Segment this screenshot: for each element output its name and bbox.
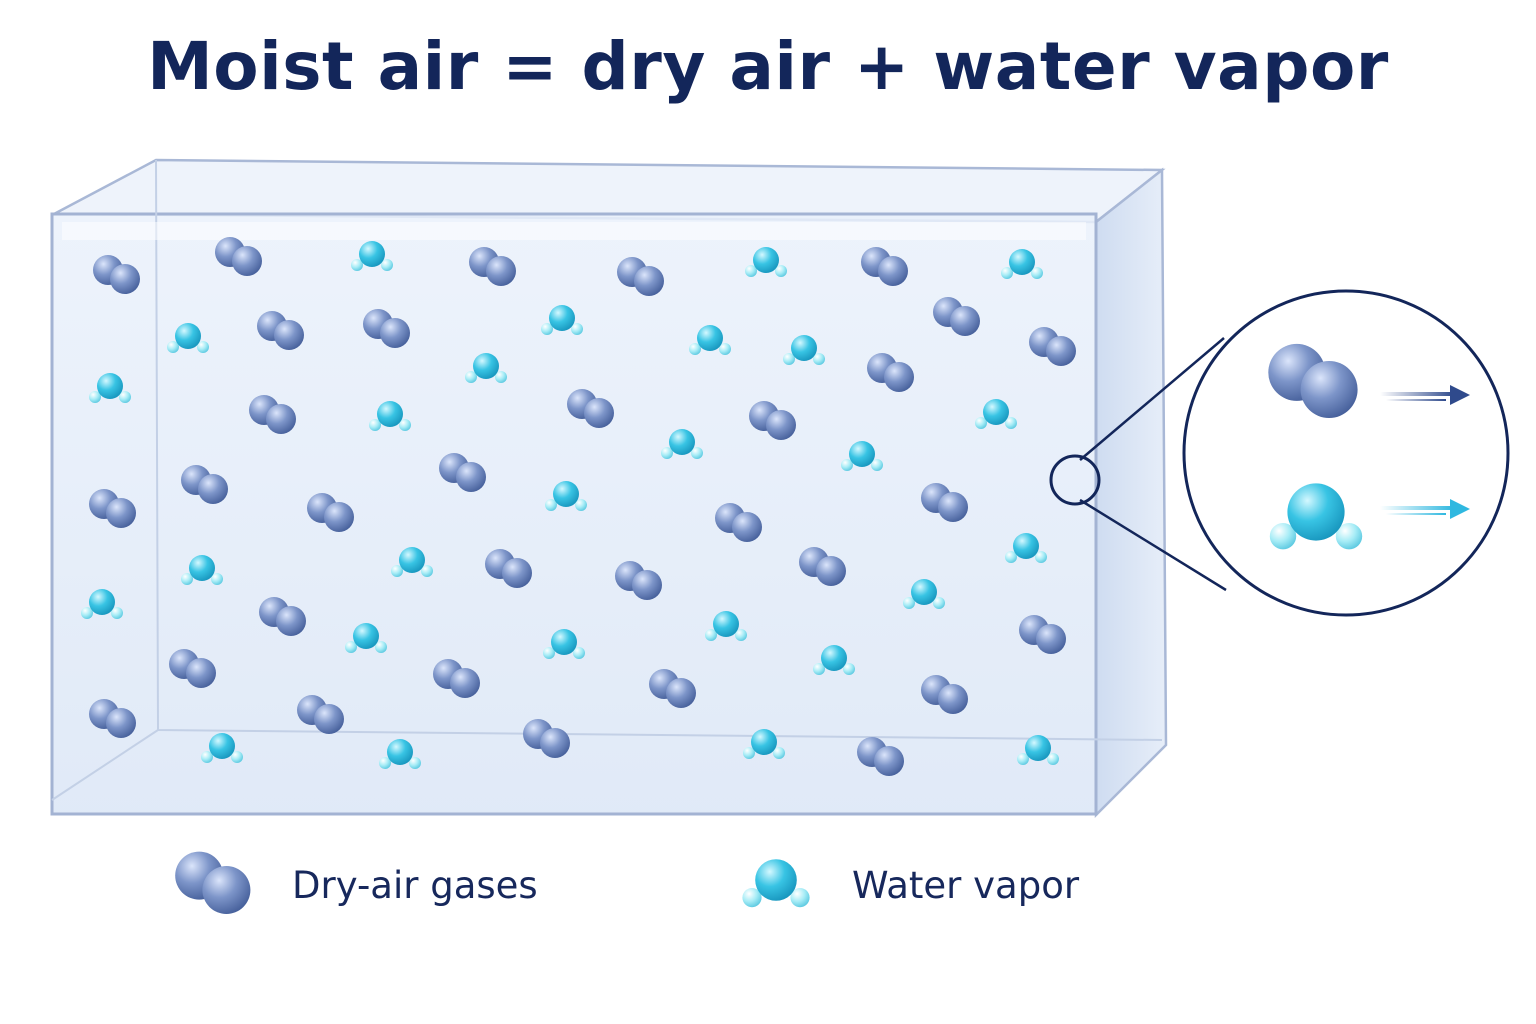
dry-air-molecule-icon <box>921 483 968 522</box>
callout-line-upper <box>1079 337 1225 461</box>
dry-air-molecule-icon <box>249 395 296 434</box>
callout-line-lower <box>1079 498 1227 592</box>
dry-air-molecule-icon <box>567 389 614 428</box>
dry-air-molecule-icon <box>715 503 762 542</box>
dry-air-molecule-icon <box>857 737 904 776</box>
water-molecule-icon <box>743 729 785 759</box>
molecule-field <box>81 237 1076 776</box>
water-molecule-icon <box>391 547 433 577</box>
water-molecule-icon <box>541 305 583 335</box>
diagram-title: Moist air = dry air + water vapor <box>147 28 1389 105</box>
water-molecule-icon <box>345 623 387 653</box>
water-molecule-icon <box>379 739 421 769</box>
container-front-highlight <box>62 222 1086 240</box>
water-molecule-icon <box>545 481 587 511</box>
dry-air-molecule-icon <box>257 311 304 350</box>
water-molecule-icon <box>1017 735 1059 765</box>
dry-air-molecule-icon <box>89 489 136 528</box>
zoom-dry-air-molecule-shape <box>1268 343 1358 418</box>
water-molecule-icon <box>975 399 1017 429</box>
dry-air-molecule-icon <box>617 257 664 296</box>
container-right-face <box>1094 167 1168 819</box>
dry-air-molecule-icon <box>259 597 306 636</box>
zoom-dry-air-molecule-icon <box>1268 343 1358 418</box>
dry-air-molecule-icon <box>867 353 914 392</box>
water-molecule-icon <box>543 629 585 659</box>
dry-air-molecule-icon <box>181 465 228 504</box>
dry-air-molecule-icon <box>215 237 262 276</box>
water-molecule-icon <box>705 611 747 641</box>
dry-air-molecule-icon <box>799 547 846 586</box>
dry-air-molecule-icon <box>861 247 908 286</box>
water-molecule-icon <box>369 401 411 431</box>
water-molecule-icon <box>813 645 855 675</box>
magnifier-small-circle <box>1049 454 1101 506</box>
water-molecule-icon <box>783 335 825 365</box>
dry-air-molecule-icon <box>89 699 136 738</box>
water-molecule-icon <box>689 325 731 355</box>
dry-air-molecule-icon <box>1029 327 1076 366</box>
legend-water-vapor-label: Water vapor <box>852 864 1080 907</box>
dry-air-molecule-icon <box>485 549 532 588</box>
water-molecule-icon <box>1001 249 1043 279</box>
water-molecule-icon <box>89 373 131 403</box>
legend-dry-air-shape <box>175 851 251 914</box>
legend-dry-air-label: Dry-air gases <box>292 864 538 907</box>
dry-air-molecule-icon <box>439 453 486 492</box>
dry-air-molecule-icon <box>649 669 696 708</box>
dry-air-molecule-icon <box>93 255 140 294</box>
water-molecule-icon <box>351 241 393 271</box>
dry-air-molecule-icon <box>933 297 980 336</box>
magnifier-callout <box>1049 289 1510 617</box>
water-molecule-icon <box>841 441 883 471</box>
water-molecule-icon <box>167 323 209 353</box>
water-molecule-icon <box>465 353 507 383</box>
dry-air-molecule-icon <box>921 675 968 714</box>
water-molecule-icon <box>181 555 223 585</box>
legend-dry-air-icon <box>175 851 251 914</box>
water-molecule-icon <box>903 579 945 609</box>
water-molecule-icon <box>661 429 703 459</box>
water-molecule-icon <box>201 733 243 763</box>
magnifier-large-circle <box>1182 289 1510 617</box>
glass-container <box>50 158 1168 819</box>
zoom-water-molecule-icon <box>1269 483 1363 550</box>
dry-air-molecule-icon <box>469 247 516 286</box>
dry-air-molecule-icon <box>615 561 662 600</box>
container-back-bottom-edge <box>51 729 159 801</box>
water-molecule-icon <box>745 247 787 277</box>
dry-air-molecule-icon <box>749 401 796 440</box>
water-molecule-icon <box>81 589 123 619</box>
legend-water-vapor-shape <box>742 859 810 908</box>
dry-air-molecule-icon <box>307 493 354 532</box>
dry-air-molecule-icon <box>363 309 410 348</box>
dry-air-molecule-icon <box>297 695 344 734</box>
dry-air-molecule-icon <box>523 719 570 758</box>
dry-air-molecule-icon <box>1019 615 1066 654</box>
zoom-water-molecule-shape <box>1269 483 1363 550</box>
motion-arrow-water-icon <box>1380 499 1470 519</box>
legend-water-vapor-icon <box>742 859 810 908</box>
motion-arrow-dry-icon <box>1380 385 1470 405</box>
water-molecule-icon <box>1005 533 1047 563</box>
dry-air-molecule-icon <box>169 649 216 688</box>
dry-air-molecule-icon <box>433 659 480 698</box>
